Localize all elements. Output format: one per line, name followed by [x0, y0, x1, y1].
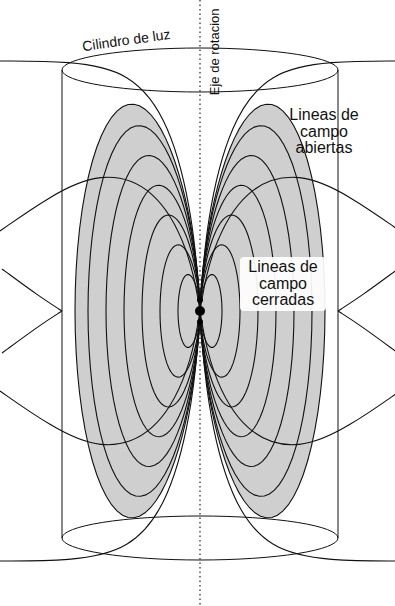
open-field-line: [200, 311, 395, 445]
open-field-line: [0, 311, 200, 561]
open-field-line: [0, 311, 200, 445]
cylinder-side: [62, 70, 63, 538]
open-field-line: [200, 311, 395, 561]
closed-region: [200, 104, 325, 518]
open-field-line: [338, 269, 395, 311]
open-lines-label: Lineas de campo abiertas: [282, 107, 366, 157]
open-field-line: [200, 61, 395, 311]
cylinder-top: [62, 48, 338, 92]
open-field-line: [0, 61, 200, 311]
open-field-line: [200, 177, 395, 311]
open-field-line: [2, 269, 62, 311]
closed-field-line: [200, 104, 325, 518]
open-field-line: [0, 177, 200, 311]
pulsar-pole: [197, 319, 203, 325]
open-field-line: [338, 311, 395, 353]
closed-field-line: [75, 104, 200, 518]
pulsar-pole: [197, 297, 203, 303]
closed-field-lines: [75, 104, 325, 518]
closed-region: [75, 104, 200, 518]
open-field-line: [2, 311, 62, 353]
axis-label: Eje de rotacion: [207, 9, 221, 96]
pulsar-star: [195, 306, 205, 316]
open-field-lines: [0, 61, 395, 561]
light-cylinder: [62, 0, 338, 606]
closed-lines-label: Lineas de campo cerradas: [240, 257, 326, 311]
